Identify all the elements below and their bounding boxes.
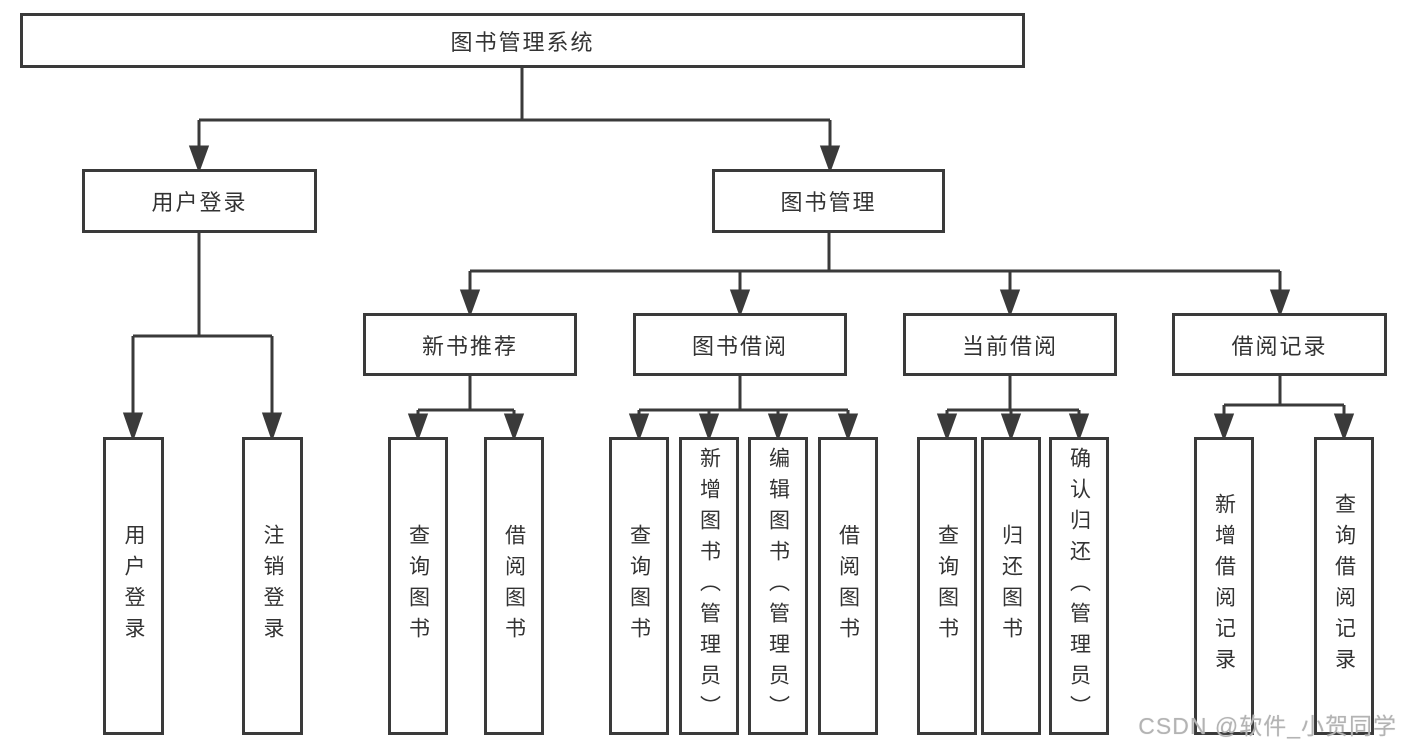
leaf-query-books-1: 查询图书: [388, 437, 448, 735]
leaf-query-books-3: 查询图书: [917, 437, 977, 735]
leaf-add-borrow-record: 新增借阅记录: [1194, 437, 1254, 735]
node-label: 新增借阅记录: [1212, 493, 1236, 679]
node-new-book-recommend: 新书推荐: [363, 313, 577, 376]
leaf-borrow-books-1: 借阅图书: [484, 437, 544, 735]
node-label: 借阅图书: [502, 524, 526, 648]
node-label: 当前借阅: [961, 333, 1058, 359]
node-label: 查询借阅记录: [1332, 493, 1356, 679]
node-label: 查询图书: [406, 524, 430, 648]
leaf-return-books: 归还图书: [981, 437, 1041, 735]
node-label: 图书管理系统: [450, 29, 595, 55]
node-book-borrow: 图书借阅: [633, 313, 847, 376]
node-user-login: 用户登录: [82, 169, 317, 233]
leaf-add-books-admin: 新增图书（管理员）: [679, 437, 739, 735]
node-label: 借阅图书: [836, 524, 860, 648]
node-label: 确认归还（管理员）: [1067, 446, 1091, 726]
node-label: 用户登录: [151, 190, 248, 215]
node-borrow-records: 借阅记录: [1172, 313, 1387, 376]
node-label: 新增图书（管理员）: [697, 446, 721, 726]
node-root-system: 图书管理系统: [20, 13, 1025, 68]
node-label: 借阅记录: [1231, 333, 1328, 359]
leaf-confirm-return-admin: 确认归还（管理员）: [1049, 437, 1109, 735]
leaf-query-borrow-record: 查询借阅记录: [1314, 437, 1374, 735]
node-label: 图书管理: [780, 190, 877, 215]
node-current-borrow: 当前借阅: [903, 313, 1117, 376]
leaf-user-login: 用户登录: [103, 437, 164, 735]
node-label: 查询图书: [935, 524, 959, 648]
node-label: 注销登录: [261, 524, 284, 648]
csdn-watermark: CSDN @软件_小贺同学: [1138, 713, 1397, 739]
node-label: 查询图书: [627, 524, 651, 648]
node-book-management: 图书管理: [712, 169, 945, 233]
leaf-logout: 注销登录: [242, 437, 303, 735]
node-label: 用户登录: [122, 524, 145, 648]
leaf-query-books-2: 查询图书: [609, 437, 669, 735]
leaf-borrow-books-2: 借阅图书: [818, 437, 878, 735]
node-label: 新书推荐: [421, 333, 518, 359]
node-label: 图书借阅: [691, 333, 788, 359]
node-label: 归还图书: [999, 524, 1023, 648]
leaf-edit-books-admin: 编辑图书（管理员）: [748, 437, 808, 735]
node-label: 编辑图书（管理员）: [766, 446, 790, 726]
